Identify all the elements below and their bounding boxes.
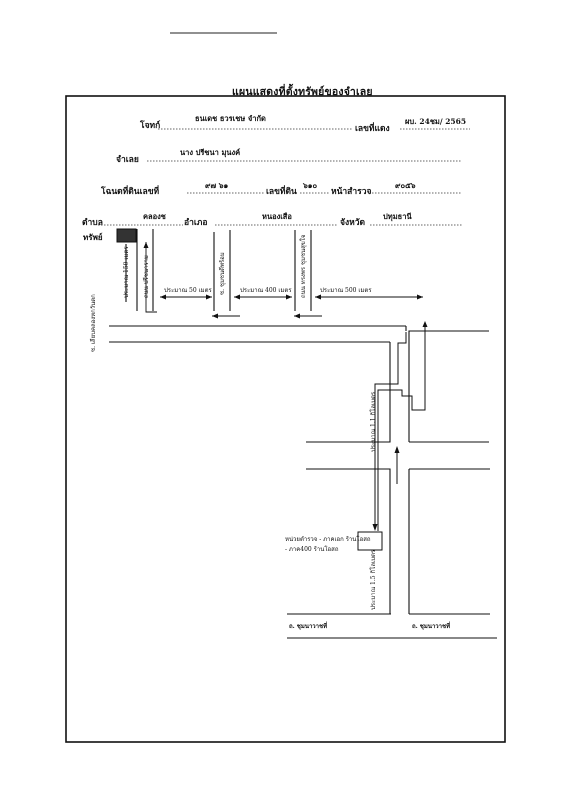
plaintiff-value: ธนเดช ธวรเชษ จำกัด (195, 114, 266, 123)
landmark-label-2: - ภาค400 ร้านโอสถ (285, 546, 339, 553)
land-no-value: ๖๑๐ (303, 181, 318, 190)
survey-label: หน้าสำรวจ (331, 187, 372, 197)
province-label: จังหวัด (340, 218, 366, 228)
landmark-box (357, 531, 383, 551)
property-label: ทรัพย์ (83, 232, 103, 242)
case-no-label: เลขที่แดง (355, 124, 390, 134)
defendant-value: นาง ปรีชนา มุนงค์ (180, 148, 241, 157)
outer-frame (65, 95, 506, 743)
case-no-value: ผบ. 24ชม/ 2565 (405, 117, 467, 126)
soi-label-3: ซ. ชุมชนดีพร้อม (219, 252, 226, 295)
road-dist-1: ประมาณ 1.1 กิโลเมตร (370, 391, 377, 452)
dist-label-1: ประมาณ 150 เมตร (123, 246, 130, 298)
deed-value: ๙๗ ๖๑ (205, 181, 229, 190)
road-dist-2: ประมาณ 1.5 กิโลเมตร (370, 549, 377, 610)
plaintiff-label: โจทก์ (140, 121, 161, 131)
district-label: อำเภอ (184, 218, 208, 228)
road-label-bottom-left: ถ. ชุมนาวาชที่ (289, 623, 328, 630)
dist-label-3: ประมาณ 400 เมตร (240, 287, 292, 294)
soi-label-1: ซ. เลียบคลองหกวันตก (90, 294, 97, 352)
soi-label-4: ถนน ทรงพร ชุมชนสุขใจ (300, 234, 307, 298)
deed-label: โฉนดที่ดินเลขที่ (101, 187, 160, 197)
land-no-label: เลขที่ดิน (266, 187, 297, 197)
survey-value: ๙๐๕๖ (395, 181, 416, 190)
province-value: ปทุมธานี (383, 212, 412, 221)
dist-label-2: ประมาณ 50 เมตร (164, 287, 212, 294)
road-label-bottom-right: ถ. ชุมนาวาชที่ (412, 623, 451, 630)
district-value: หนองเสือ (262, 212, 292, 221)
landmark-label: หน่วยตำรวจ - ภาคเอก ร้านโอสถ (285, 536, 371, 543)
dist-label-4: ประมาณ 500 เมตร (320, 287, 372, 294)
page-title: แผนแสดงที่ตั้งทรัพย์ของจำเลย (232, 86, 373, 98)
defendant-label: จำเลย (116, 155, 139, 165)
subdistrict-value: คลองช (143, 212, 166, 221)
property-box (116, 228, 137, 243)
soi-label-2: ถนน ปรีชนาราม (143, 255, 150, 298)
subdistrict-label: ตำบล (82, 218, 103, 228)
